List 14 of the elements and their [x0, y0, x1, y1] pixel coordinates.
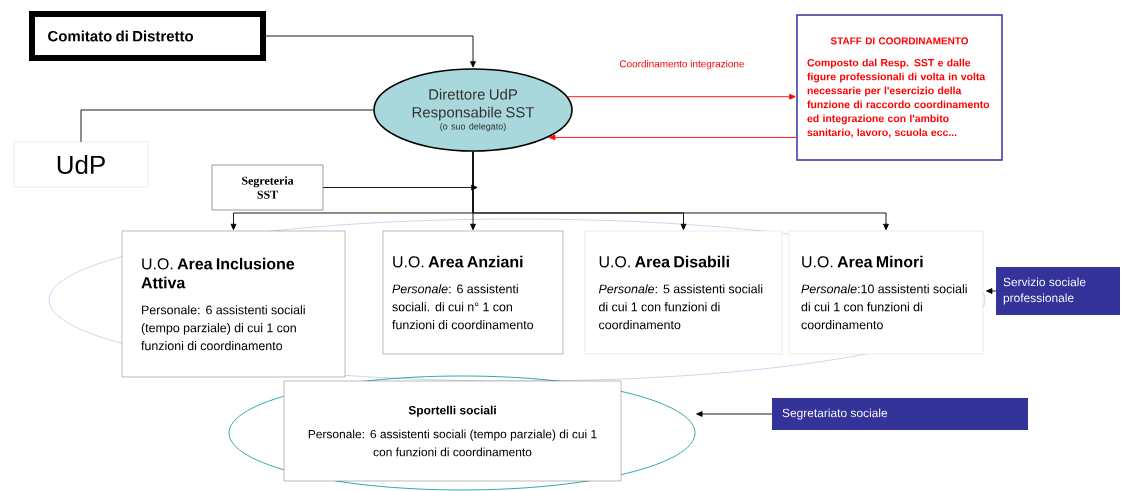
edge-label: Coordinamento integrazione: [617, 58, 747, 72]
arrow: [322, 184, 478, 191]
staff-box: STAFF DI COORDINAMENTO Composto dal Resp. SST e dalle figure professionali di volta in volta necessarie per l'esercizio della funzione di raccordo coordinamento ed integrazione con l'ambito sanitario, lavoro, scuola ecc...: [796, 14, 1003, 161]
arrow: [265, 35, 476, 68]
arrow: [567, 93, 796, 100]
arrow: [549, 134, 797, 141]
arrow: [986, 288, 997, 294]
arrow: [696, 411, 773, 417]
label-box: Segretariato sociale: [772, 398, 1028, 430]
unit-box: UdP: [13, 141, 149, 188]
committee-box: Comitato di Distretto: [29, 11, 266, 61]
secretariat-box: Segreteria SST: [211, 164, 324, 211]
label-box: Servizio sociale professionale: [996, 267, 1120, 315]
arrow: [472, 151, 889, 231]
